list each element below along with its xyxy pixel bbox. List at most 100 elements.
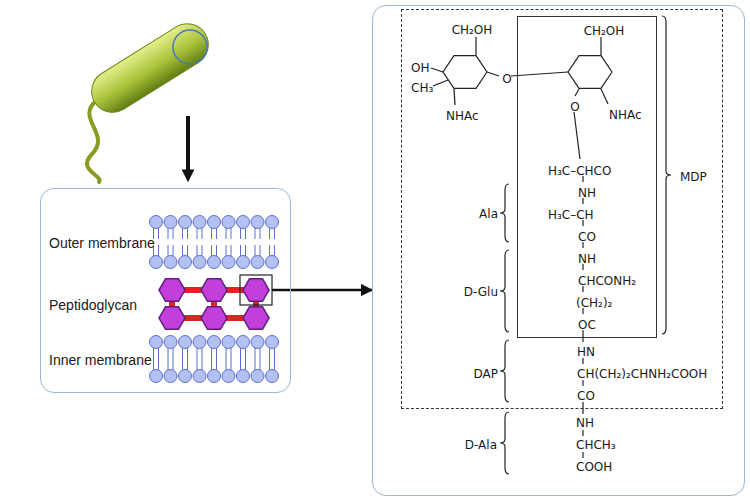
lipid-tail (187, 348, 188, 359)
lipid-tail (202, 245, 203, 256)
zoom-connector (291, 289, 372, 292)
chem-label: NHAc (446, 108, 479, 124)
glycan-hexagon (201, 279, 227, 302)
sugar-ring (443, 56, 487, 89)
lipid-tail (173, 359, 174, 370)
chem-bond (582, 402, 583, 414)
lipid-tail (269, 359, 270, 370)
lipid-tail (274, 359, 275, 370)
chem-label: O (570, 99, 579, 115)
chem-bond (433, 80, 448, 86)
chem-label: DAP (474, 366, 498, 382)
lipid-tail (153, 359, 154, 370)
structure-bonds (431, 16, 671, 474)
chem-label: H₃C–CH (548, 207, 594, 223)
lipid-tail (231, 245, 232, 256)
lipid-tail (255, 348, 256, 359)
lipid-head (179, 256, 192, 269)
lipid-tail (168, 245, 169, 256)
lipid-head (222, 336, 235, 349)
lipid-tail (231, 228, 232, 239)
lipid-tail (158, 348, 159, 359)
lipid-head (164, 256, 177, 269)
lipid-tail (260, 228, 261, 239)
lipid-head (150, 256, 163, 269)
lipid-tail (197, 228, 198, 239)
lipid-head (251, 370, 264, 383)
lipid-head (266, 370, 279, 383)
chem-label: CH(CH₂)₂CHNH₂COOH (577, 366, 707, 382)
lipid-tail (211, 228, 212, 239)
lipid-head (150, 216, 163, 229)
lipid-tail (255, 359, 256, 370)
lipid-head (150, 370, 163, 383)
chem-label: D-Glu (464, 284, 498, 300)
lipid-tail (173, 228, 174, 239)
chem-label: NHAc (609, 107, 642, 123)
layer-label: Peptidoglycan (49, 297, 137, 313)
lipid-tail (255, 228, 256, 239)
lipid-head (179, 370, 192, 383)
lipid-tail (182, 228, 183, 239)
bacterium-body (84, 16, 217, 121)
group-brace (662, 16, 671, 334)
chem-bond (601, 89, 608, 104)
lipid-tail (269, 228, 270, 239)
chem-label: OC (578, 317, 596, 333)
lipid-tail (231, 348, 232, 359)
lipid-tail (202, 359, 203, 370)
zoom-arrow-stub (272, 289, 291, 292)
lipid-head (164, 216, 177, 229)
lipid-tail (187, 245, 188, 256)
lipid-head (208, 370, 221, 383)
lipid-head (193, 256, 206, 269)
lipid-head (237, 336, 250, 349)
lipid-tail (211, 348, 212, 359)
lipid-tail (240, 228, 241, 239)
layer-label: Inner membrane (49, 352, 152, 368)
lipid-tail (182, 245, 183, 256)
chem-label: CHCONH₂ (578, 273, 636, 289)
lipid-tail (226, 348, 227, 359)
lipid-tail (158, 228, 159, 239)
lipid-head (193, 370, 206, 383)
lipid-head (237, 370, 250, 383)
peptidoglycan-layer (159, 279, 269, 330)
chem-bond (475, 37, 476, 55)
chem-label: CH₃ (411, 80, 433, 96)
lipid-tail (240, 359, 241, 370)
lipid-tail (245, 228, 246, 239)
layer-label: Outer membrane (49, 235, 155, 251)
chem-bond (487, 72, 499, 76)
lipid-tail (158, 359, 159, 370)
dashed-box: CH₂OHOHCH₃NHAcOAlaD-GluDAPHNCH(CH₂)₂CHNH… (401, 9, 723, 409)
glycan-hexagon (201, 307, 227, 330)
chem-label: CH₂OH (452, 22, 493, 38)
lipid-head (251, 256, 264, 269)
lipid-tail (173, 348, 174, 359)
chem-label: CO (577, 388, 595, 404)
lipid-head (251, 336, 264, 349)
structure-box: CH₂OHONHAcH₃C–CHCONHH₃C–CHCONHCHCONH₂(CH… (517, 16, 657, 338)
lipid-head (164, 370, 177, 383)
lipid-tail (231, 359, 232, 370)
chem-label: HN (577, 344, 595, 360)
chem-label: NH (578, 185, 596, 201)
lipid-head (266, 256, 279, 269)
lipid-head (237, 216, 250, 229)
glycan-hexagon (159, 307, 185, 330)
lipid-tail (260, 245, 261, 256)
lipid-head (222, 256, 235, 269)
group-brace (500, 184, 509, 242)
lipid-tail (269, 245, 270, 256)
glycan-hexagon (243, 279, 269, 302)
lipid-tail (173, 245, 174, 256)
lipid-tail (182, 348, 183, 359)
flagellum (87, 100, 100, 182)
lipid-head (237, 256, 250, 269)
lipid-tail (211, 245, 212, 256)
lipid-head (208, 336, 221, 349)
lipid-tail (182, 359, 183, 370)
